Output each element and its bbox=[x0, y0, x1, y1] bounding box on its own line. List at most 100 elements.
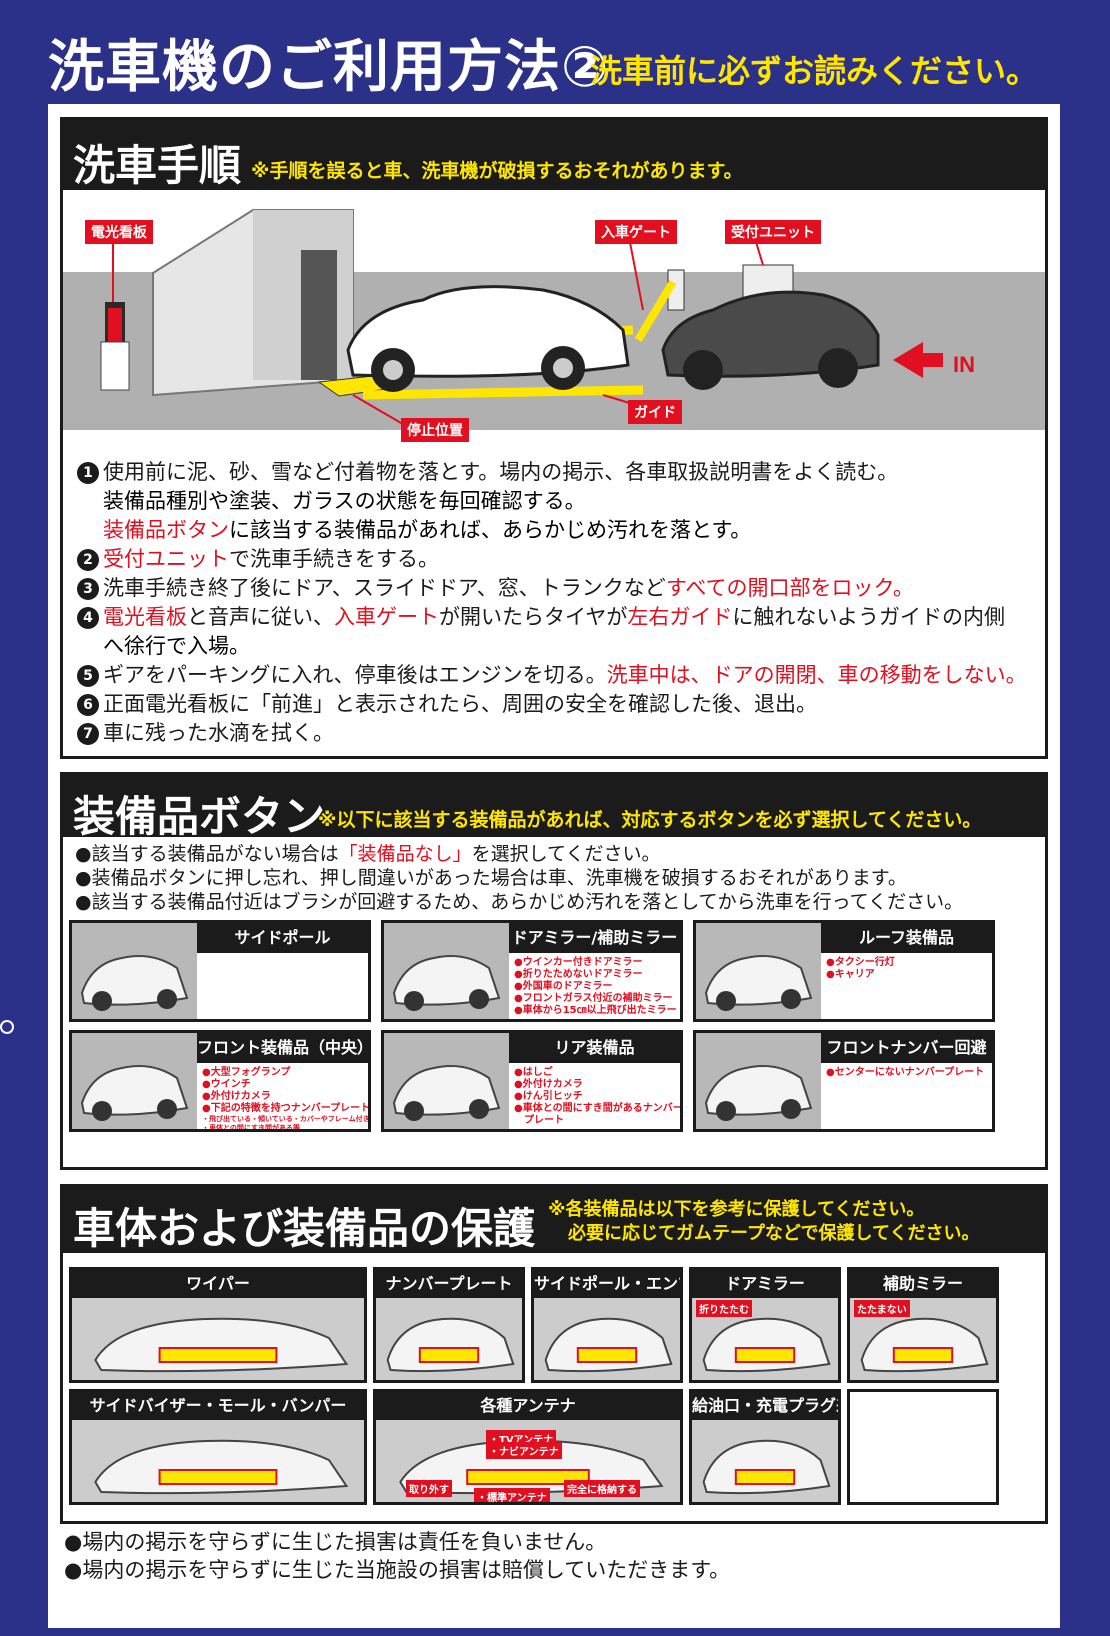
step-text: ギアをパーキングに入れ、停車後はエンジンを切る。 bbox=[103, 663, 607, 687]
in-arrow-icon bbox=[893, 342, 943, 378]
label-sign: 電光看板 bbox=[85, 220, 153, 244]
protection-photo-icon bbox=[702, 1439, 831, 1495]
equipment-note-1: ●該当する装備品がない場合は「装備品なし」を選択してください。 bbox=[75, 842, 963, 866]
protection-panel: 車体および装備品の保護 ※各装備品は以下を参考に保護してください。 必要に応じて… bbox=[60, 1184, 1048, 1524]
step-number-icon: 6 bbox=[77, 694, 99, 716]
label-unit: 受付ユニット bbox=[725, 220, 821, 244]
equipment-card-items: ●大型フォグランプ●ウインチ●外付けカメラ●下記の特徴を持つナンバープレート・飛… bbox=[202, 1067, 371, 1129]
protection-tag: 折りたたむ bbox=[696, 1300, 752, 1317]
equipment-item: ●外国車のドアミラー bbox=[514, 981, 613, 992]
procedure-note: ※手順を誤ると車、洗車機が破損するおそれがあります。 bbox=[251, 160, 743, 182]
equipment-note-2: ●装備品ボタンに押し忘れ、押し間違いがあった場合は車、洗車機を破損するおそれがあ… bbox=[75, 866, 963, 890]
protection-card: サイドポール・エンブレム bbox=[531, 1267, 683, 1383]
label-guide: ガイド bbox=[628, 400, 682, 424]
protection-card-title: 補助ミラー bbox=[850, 1270, 996, 1298]
protection-photo-icon bbox=[860, 1317, 989, 1373]
equipment-item: ●タクシー行灯 bbox=[826, 957, 895, 968]
protection-tag: たたまない bbox=[854, 1300, 910, 1317]
protection-card: 給油口・充電プラグ差込口 bbox=[689, 1389, 841, 1505]
equipment-item: ●下記の特徴を持つナンバープレート bbox=[202, 1103, 371, 1114]
wash-scene-svg: IN bbox=[63, 209, 1045, 431]
car-photo-icon bbox=[696, 923, 821, 1019]
equipment-panel: 装備品ボタン ※以下に該当する装備品があれば、対応するボタンを必ず選択してくださ… bbox=[60, 772, 1048, 1170]
procedure-panel: 洗車手順 ※手順を誤ると車、洗車機が破損するおそれがあります。 bbox=[60, 117, 1048, 759]
step-text: が開いたらタイヤが bbox=[439, 605, 628, 629]
page-body: 洗車手順 ※手順を誤ると車、洗車機が破損するおそれがあります。 bbox=[48, 104, 1060, 1628]
protection-card: 各種アンテナ取り外す・TVアンテナ・ナビアンテナ・標準アンテナ完全に格納する bbox=[373, 1389, 683, 1505]
equipment-card-items: ●タクシー行灯●キャリア bbox=[826, 957, 895, 981]
equipment-item: ●ウインチ bbox=[202, 1079, 251, 1090]
equipment-card: リア装備品●はしご●外付けカメラ●けん引ヒッチ●車体との間にすき間があるナンバー… bbox=[381, 1030, 683, 1132]
step-number-icon: 5 bbox=[77, 665, 99, 687]
step-number-icon: 4 bbox=[77, 607, 99, 629]
car-photo-icon bbox=[384, 923, 509, 1019]
protection-card: ワイパー bbox=[69, 1267, 367, 1383]
step-1-line-3: 装備品ボタンに該当する装備品があれば、あらかじめ汚れを落とす。 bbox=[77, 516, 1037, 545]
step-text: 正面電光看板に「前進」と表示されたら、周囲の安全を確認した後、退出。 bbox=[103, 692, 817, 716]
equipment-card-items: ●センターにないナンバープレート bbox=[826, 1067, 984, 1079]
step-text: 車に残った水滴を拭く。 bbox=[103, 721, 334, 745]
step-text: と音声に従い、 bbox=[187, 605, 334, 629]
protection-card: サイドバイザー・モール・バンパー bbox=[69, 1389, 367, 1505]
protection-tag: ・標準アンテナ bbox=[474, 1488, 550, 1502]
protection-note-1: ※各装備品は以下を参考に保護してください。 bbox=[548, 1199, 925, 1220]
page-title: 洗車機のご利用方法② bbox=[48, 35, 610, 100]
note-text: ●装備品ボタンに押し忘れ、押し間違いがあった場合は車、洗車機を破損するおそれがあ… bbox=[75, 867, 907, 889]
page-subtitle: 洗車前に必ずお読みください。 bbox=[590, 52, 1039, 90]
equipment-card-title: リア装備品 bbox=[509, 1033, 680, 1063]
step-number-icon: 3 bbox=[77, 578, 99, 600]
protection-header: 車体および装備品の保護 ※各装備品は以下を参考に保護してください。 必要に応じて… bbox=[63, 1187, 1045, 1253]
procedure-header: 洗車手順 ※手順を誤ると車、洗車機が破損するおそれがあります。 bbox=[63, 120, 1045, 190]
equipment-notes: ●該当する装備品がない場合は「装備品なし」を選択してください。●装備品ボタンに押… bbox=[75, 842, 963, 914]
protection-card-title: ナンバープレート bbox=[376, 1270, 522, 1298]
equipment-card: ドアミラー/補助ミラー●ウインカー付きドアミラー●折りたためないドアミラー●外国… bbox=[381, 920, 683, 1022]
protection-card-title: ワイパー bbox=[72, 1270, 364, 1298]
step-text: に触れないようガイドの内側 bbox=[732, 605, 1005, 629]
equipment-item: ●折りたためないドアミラー bbox=[514, 969, 643, 980]
step-text: に該当する装備品があれば、あらかじめ汚れを落とす。 bbox=[229, 518, 752, 542]
protection-tag: 完全に格納する bbox=[564, 1480, 640, 1497]
equipment-subitem: ・飛び出ている・傾いている・カバーやフレーム付き bbox=[202, 1115, 370, 1123]
equipment-item: ●フロントガラス付近の補助ミラー bbox=[514, 993, 673, 1004]
equipment-item: ●車体との間にすき間があるナンバー bbox=[514, 1103, 683, 1114]
step-text: 装備品ボタン bbox=[103, 518, 229, 542]
car-photo-icon bbox=[384, 1033, 509, 1129]
procedure-title: 洗車手順 bbox=[73, 141, 242, 190]
car-photo-icon bbox=[72, 1033, 197, 1129]
equipment-title: 装備品ボタン bbox=[73, 792, 326, 841]
car-photo-icon bbox=[696, 1033, 821, 1129]
protection-photo-icon bbox=[94, 1439, 349, 1495]
protection-note-2: 必要に応じてガムテープなどで保護してください。 bbox=[568, 1223, 980, 1244]
step-text: 使用前に泥、砂、雪など付着物を落とす。場内の掲示、各車取扱説明書をよく読む。 bbox=[103, 460, 899, 484]
equipment-card-title: ルーフ装備品 bbox=[821, 923, 992, 953]
protection-card-title: 給油口・充電プラグ差込口 bbox=[692, 1392, 838, 1420]
step-number-icon: 7 bbox=[77, 723, 99, 745]
step-text: で洗車手続きをする。 bbox=[229, 547, 439, 571]
equipment-item: ●はしご bbox=[514, 1067, 553, 1078]
step-text: へ徐行で入場。 bbox=[103, 634, 250, 658]
protection-tag: 取り外す bbox=[406, 1480, 452, 1497]
car-photo-icon bbox=[72, 923, 197, 1019]
equipment-card-items: ●ウインカー付きドアミラー●折りたためないドアミラー●外国車のドアミラー●フロン… bbox=[514, 957, 677, 1017]
footer-note-2: ●場内の掲示を守らずに生じた当施設の損害は賠償していただきます。 bbox=[64, 1558, 731, 1582]
equipment-item: ●車体から15㎝以上飛び出たミラー bbox=[514, 1005, 677, 1016]
equipment-item: ●センターにないナンバープレート bbox=[826, 1067, 985, 1078]
protection-card-title: 各種アンテナ bbox=[376, 1392, 680, 1420]
step-text: 受付ユニット bbox=[103, 547, 229, 571]
page-header: 洗車機のご利用方法② 洗車前に必ずお読みください。 bbox=[0, 0, 1110, 104]
protection-photo-icon bbox=[544, 1317, 673, 1373]
protection-photo-icon bbox=[94, 1317, 349, 1373]
protection-card: ドアミラー折りたたむ bbox=[689, 1267, 841, 1383]
step-text: 左右ガイド bbox=[627, 605, 733, 629]
equipment-card: ルーフ装備品 ●タクシー行灯●キャリア bbox=[693, 920, 995, 1022]
label-gate: 入車ゲート bbox=[595, 220, 677, 244]
equipment-note: ※以下に該当する装備品があれば、対応するボタンを必ず選択してください。 bbox=[318, 809, 982, 831]
equipment-card-title: サイドポール bbox=[197, 923, 368, 953]
step-text: 洗車中は、ドアの開閉、車の移動をしない。 bbox=[606, 663, 1027, 687]
footer-notes: ●場内の掲示を守らずに生じた損害は責任を負いません。 ●場内の掲示を守らずに生じ… bbox=[64, 1528, 730, 1584]
